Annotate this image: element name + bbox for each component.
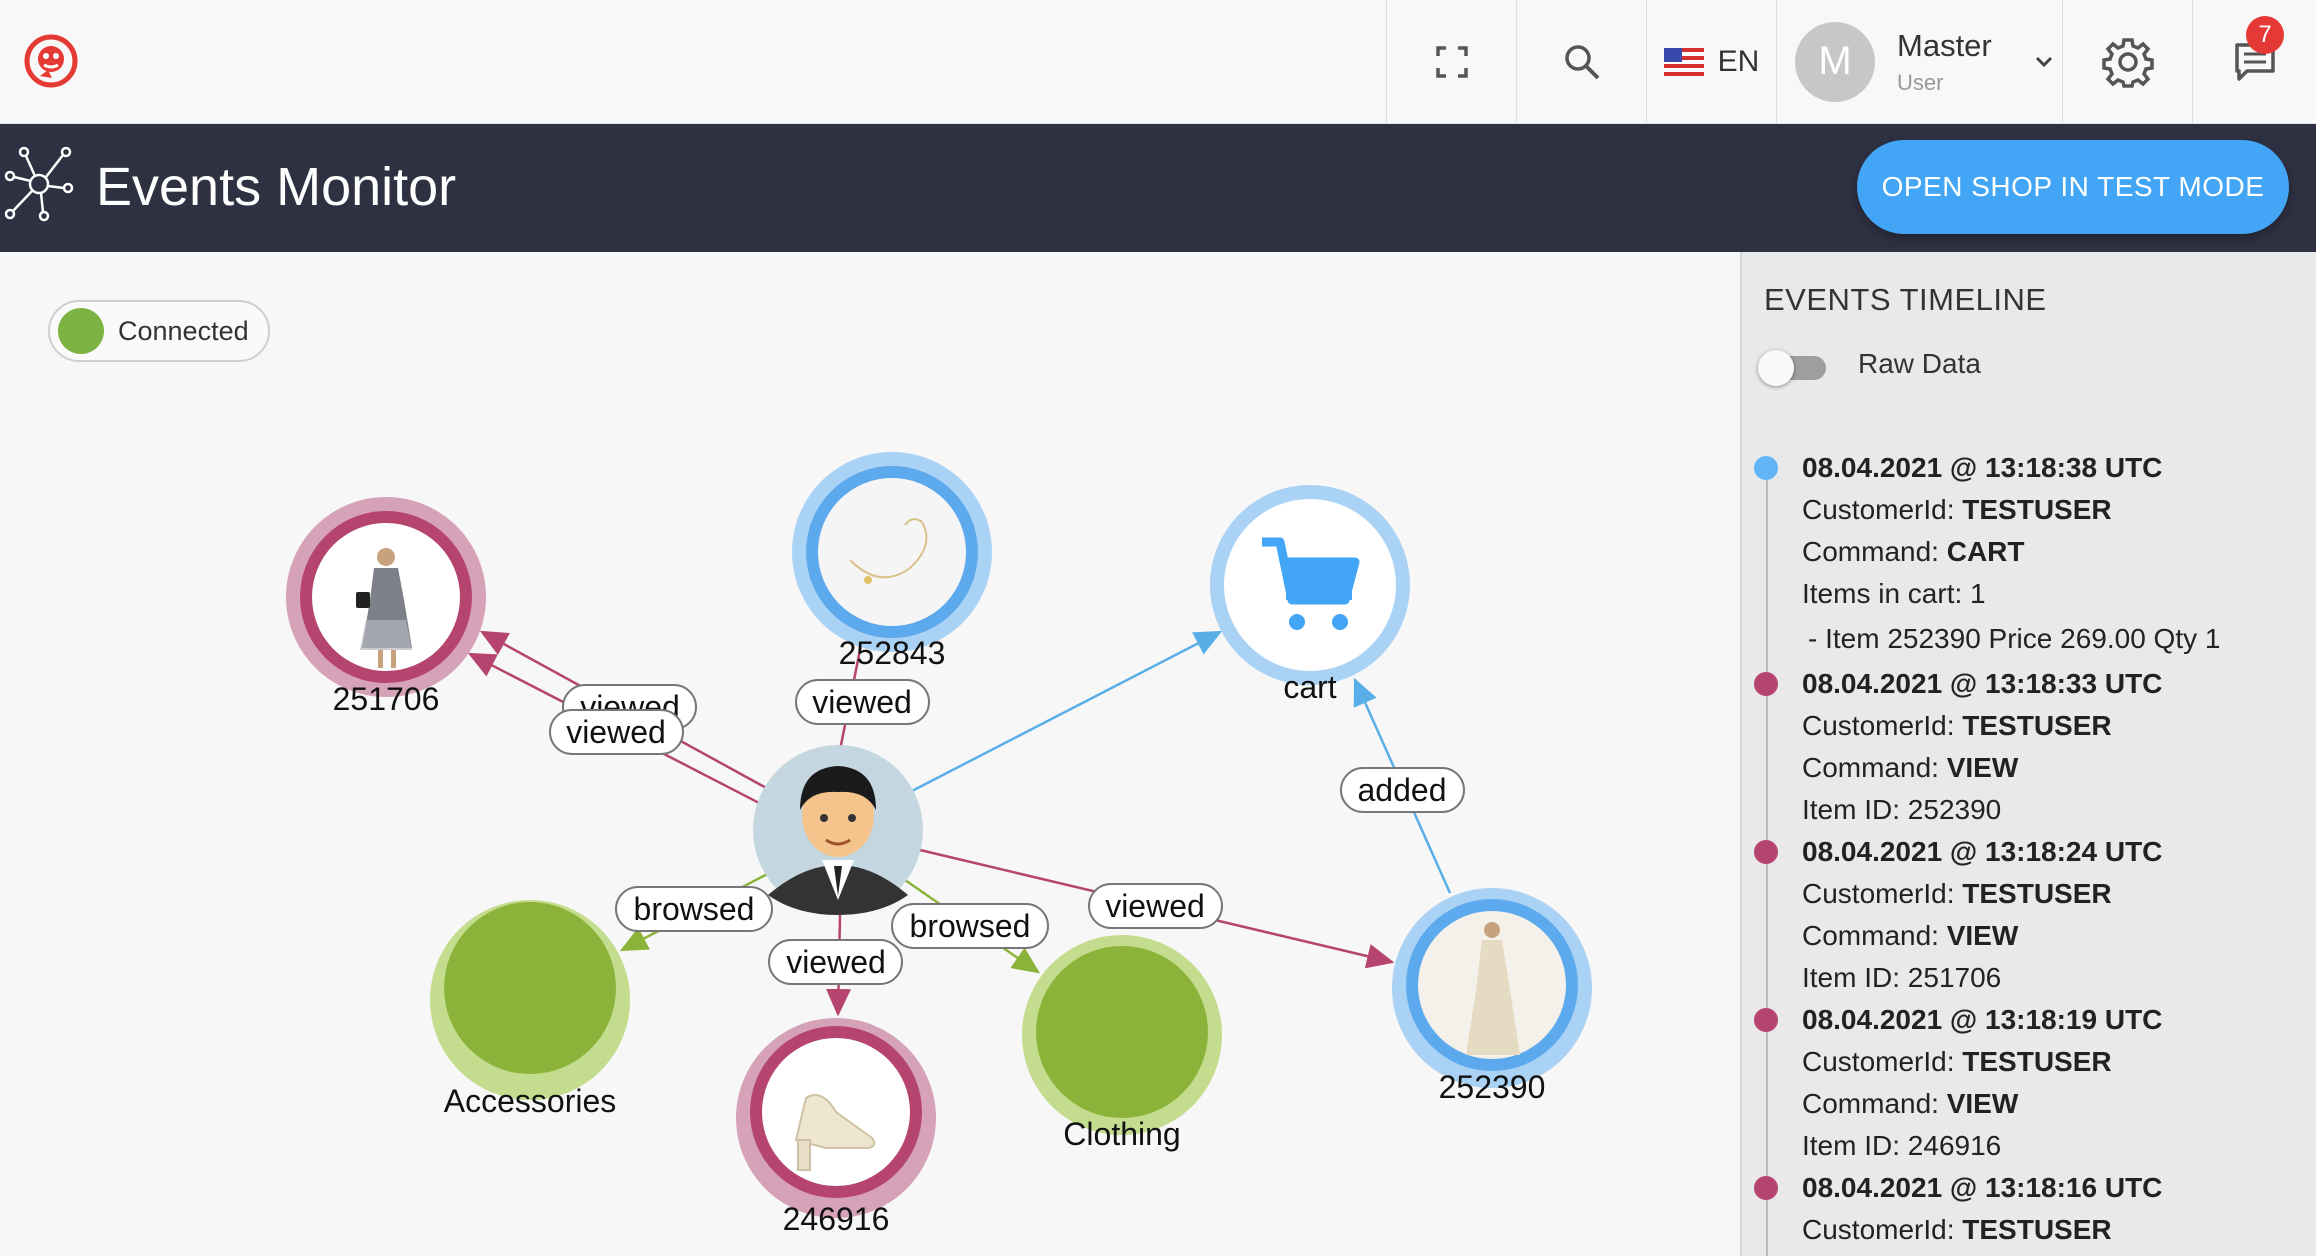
node-label-252390: 252390 bbox=[1439, 1069, 1546, 1105]
network-icon bbox=[4, 146, 74, 222]
sandal-image bbox=[794, 1094, 876, 1171]
event-customer: CustomerId: TESTUSER bbox=[1802, 1214, 2112, 1245]
raw-data-toggle[interactable] bbox=[1758, 350, 1828, 386]
status-dot bbox=[58, 308, 104, 354]
node-category-clothing[interactable] bbox=[1022, 935, 1222, 1135]
event-customer: CustomerId: TESTUSER bbox=[1802, 1046, 2112, 1077]
edge-label-added: added bbox=[1340, 767, 1465, 813]
event-extra: Item ID: 251706 bbox=[1802, 962, 2002, 993]
svg-text:added: added bbox=[1358, 772, 1447, 808]
event-customer: CustomerId: TESTUSER bbox=[1802, 710, 2112, 741]
connection-status: Connected bbox=[48, 300, 270, 362]
edge-label-viewed-252843: viewed bbox=[795, 679, 930, 725]
edge-label-browsed-accessories: browsed bbox=[615, 886, 773, 932]
brand-logo-icon[interactable] bbox=[22, 32, 80, 90]
timeline-list: 08.04.2021 @ 13:18:38 UTC CustomerId: TE… bbox=[1754, 447, 2304, 1251]
event-extra: Items in cart: 1 bbox=[1802, 578, 1986, 609]
svg-text:viewed: viewed bbox=[786, 944, 886, 980]
event-dot bbox=[1754, 1176, 1778, 1200]
notifications-button[interactable]: 7 bbox=[2192, 0, 2316, 123]
event-dot bbox=[1754, 672, 1778, 696]
svg-text:viewed: viewed bbox=[812, 684, 912, 720]
event-time: 08.04.2021 @ 13:18:16 UTC bbox=[1802, 1172, 2163, 1203]
settings-button[interactable] bbox=[2062, 0, 2192, 123]
event-dot bbox=[1754, 840, 1778, 864]
edge-label-browsed-clothing: browsed bbox=[891, 903, 1049, 949]
event-time: 08.04.2021 @ 13:18:33 UTC bbox=[1802, 668, 2163, 699]
timeline-event[interactable]: 08.04.2021 @ 13:18:38 UTC CustomerId: TE… bbox=[1754, 447, 2304, 663]
event-command: Command: CART bbox=[1802, 536, 2025, 567]
node-label-accessories: Accessories bbox=[444, 1083, 617, 1119]
timeline-event[interactable]: 08.04.2021 @ 13:18:24 UTC CustomerId: TE… bbox=[1754, 831, 2304, 999]
language-selector[interactable]: EN bbox=[1646, 0, 1776, 123]
event-time: 08.04.2021 @ 13:18:24 UTC bbox=[1802, 836, 2163, 867]
event-command: Command: VIEW bbox=[1802, 920, 2019, 951]
node-label-clothing: Clothing bbox=[1063, 1116, 1180, 1152]
edge-label-viewed-252390: viewed bbox=[1088, 883, 1223, 929]
node-user-testuser[interactable] bbox=[753, 745, 923, 915]
node-label-252843: 252843 bbox=[839, 635, 946, 671]
edge-cart bbox=[909, 630, 1223, 794]
dress-image bbox=[356, 548, 412, 668]
raw-data-label: Raw Data bbox=[1858, 348, 1981, 379]
connection-status-label: Connected bbox=[118, 315, 249, 346]
user-role: User bbox=[1897, 69, 1944, 95]
node-label-cart: cart bbox=[1283, 669, 1336, 705]
timeline-event[interactable]: 08.04.2021 @ 13:18:33 UTC CustomerId: TE… bbox=[1754, 663, 2304, 831]
user-info: Master User bbox=[1897, 28, 1992, 96]
timeline-event[interactable]: 08.04.2021 @ 13:18:16 UTC CustomerId: TE… bbox=[1754, 1167, 2304, 1251]
chevron-down-icon bbox=[2035, 56, 2052, 67]
event-command: Command: VIEW bbox=[1802, 752, 2019, 783]
event-cart-item: - Item 252390 Price 269.00 Qty 1 bbox=[1808, 623, 2221, 654]
node-product-246916[interactable] bbox=[736, 1018, 936, 1218]
event-time: 08.04.2021 @ 13:18:19 UTC bbox=[1802, 1004, 2163, 1035]
event-extra: Item ID: 246916 bbox=[1802, 1130, 2002, 1161]
node-product-252843[interactable] bbox=[792, 452, 992, 652]
event-customer: CustomerId: TESTUSER bbox=[1802, 878, 2112, 909]
page-header: Events Monitor OPEN SHOP IN TEST MODE bbox=[0, 124, 2316, 252]
event-customer: CustomerId: TESTUSER bbox=[1802, 494, 2112, 525]
user-avatar-image bbox=[768, 766, 908, 915]
edge-label-viewed-b: viewed bbox=[549, 709, 684, 755]
language-label: EN bbox=[1717, 44, 1760, 78]
svg-text:viewed: viewed bbox=[1105, 888, 1205, 924]
node-cart[interactable] bbox=[1210, 485, 1410, 685]
svg-text:browsed: browsed bbox=[634, 891, 755, 927]
bracelet-image bbox=[849, 518, 928, 584]
page-title: Events Monitor bbox=[96, 157, 457, 217]
svg-text:viewed: viewed bbox=[566, 714, 666, 750]
node-category-accessories[interactable] bbox=[430, 900, 630, 1100]
event-dot bbox=[1754, 1008, 1778, 1032]
event-dot bbox=[1754, 456, 1778, 480]
graph-canvas: 251706 252843 cart bbox=[286, 452, 1592, 1237]
svg-text:browsed: browsed bbox=[910, 908, 1031, 944]
avatar: M bbox=[1795, 21, 1875, 102]
long-dress-image bbox=[1466, 922, 1520, 1055]
user-name: Master bbox=[1897, 27, 1992, 63]
shopping-cart-icon bbox=[1262, 537, 1360, 630]
event-extra: Item ID: 252390 bbox=[1802, 794, 2002, 825]
panel-title: EVENTS TIMELINE bbox=[1764, 282, 2047, 317]
events-graph[interactable]: 251706 252843 cart bbox=[0, 252, 1740, 1256]
open-shop-test-mode-button[interactable]: OPEN SHOP IN TEST MODE bbox=[1857, 140, 2289, 234]
fullscreen-button[interactable] bbox=[1386, 0, 1516, 123]
top-bar: EN M Master User 7 bbox=[0, 0, 2316, 124]
search-icon bbox=[1564, 44, 1599, 79]
node-product-251706[interactable] bbox=[286, 497, 486, 697]
edge-label-viewed-246916: viewed bbox=[768, 939, 903, 985]
event-time: 08.04.2021 @ 13:18:38 UTC bbox=[1802, 452, 2163, 483]
us-flag-icon bbox=[1663, 47, 1704, 76]
search-button[interactable] bbox=[1516, 0, 1646, 123]
event-command: Command: VIEW bbox=[1802, 1088, 2019, 1119]
toggle-knob bbox=[1758, 350, 1794, 386]
timeline-event[interactable]: 08.04.2021 @ 13:18:19 UTC CustomerId: TE… bbox=[1754, 999, 2304, 1167]
node-label-246916: 246916 bbox=[783, 1201, 890, 1237]
events-timeline-panel: EVENTS TIMELINE Raw Data 08.04.2021 @ 13… bbox=[1740, 252, 2316, 1256]
node-product-252390[interactable] bbox=[1392, 888, 1592, 1088]
gear-icon bbox=[2101, 37, 2154, 88]
fullscreen-icon bbox=[1435, 45, 1468, 78]
notification-badge: 7 bbox=[2246, 16, 2284, 54]
user-menu[interactable]: M Master User bbox=[1776, 0, 2062, 123]
node-label-251706: 251706 bbox=[333, 681, 440, 717]
